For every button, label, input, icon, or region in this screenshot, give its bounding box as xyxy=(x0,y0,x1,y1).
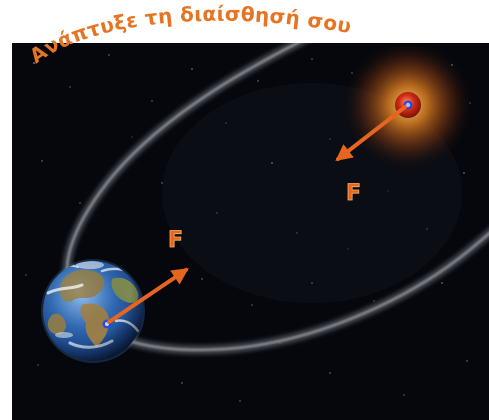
star-field xyxy=(25,54,471,402)
page-title-text: Ανάπτυξε τη διαίσθησή σου xyxy=(25,2,353,68)
force-label-on-earth: F xyxy=(168,228,183,253)
space-scene: F F xyxy=(12,43,489,420)
space-illustration: F F xyxy=(12,43,489,420)
force-label-on-star: F xyxy=(346,181,361,206)
star-icon xyxy=(342,43,474,171)
earth-icon xyxy=(41,259,145,363)
force-arrow-on-star xyxy=(335,105,407,162)
force-arrow-on-earth xyxy=(107,268,189,324)
heading-banner: Ανάπτυξε τη διαίσθησή σου xyxy=(25,2,353,68)
page-title: Ανάπτυξε τη διαίσθησή σου xyxy=(25,2,353,68)
